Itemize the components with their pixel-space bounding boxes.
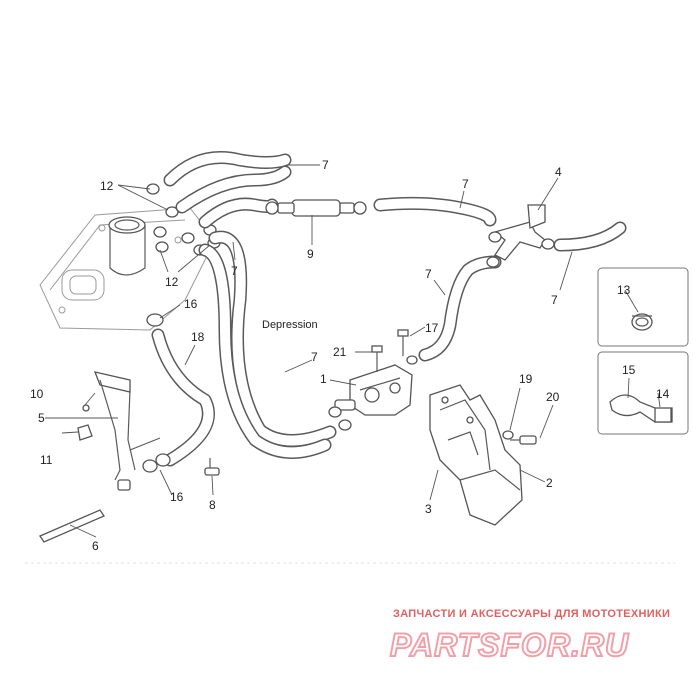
inset-box-15-14 — [597, 351, 689, 435]
clamps-16 — [142, 313, 220, 476]
callout-17: 17 — [425, 321, 439, 335]
inline-filter-9 — [265, 199, 367, 217]
callout-7: 7 — [462, 177, 469, 191]
washer-screw — [502, 430, 537, 445]
callout-10: 10 — [30, 387, 44, 401]
callout-7: 7 — [231, 264, 238, 278]
valve-assembly-1 — [328, 355, 418, 431]
left-bracket — [39, 371, 161, 543]
callout-3: 3 — [425, 502, 432, 516]
callout-6: 6 — [92, 539, 99, 553]
tank-housing — [39, 207, 216, 331]
callout-12: 12 — [165, 275, 179, 289]
callout-7: 7 — [322, 158, 329, 172]
callout-15: 15 — [622, 363, 636, 377]
callout-9: 9 — [307, 247, 314, 261]
callout-12: 12 — [100, 179, 114, 193]
screws — [371, 329, 409, 372]
callout-labels: 12 12 7 7 9 7 4 7 7 7 Depression 1 21 17… — [30, 158, 670, 553]
callout-7: 7 — [425, 267, 432, 281]
watermark-logo: PARTSFOR.RU — [390, 627, 629, 663]
callout-18: 18 — [191, 330, 205, 344]
callout-16: 16 — [184, 297, 198, 311]
callout-4: 4 — [555, 165, 562, 179]
inset-box-13 — [597, 267, 689, 347]
callout-7: 7 — [551, 293, 558, 307]
depression-annotation: Depression — [262, 319, 318, 331]
callout-14: 14 — [656, 387, 670, 401]
callout-1: 1 — [320, 372, 327, 386]
callout-21: 21 — [333, 345, 347, 359]
callout-19: 19 — [519, 372, 533, 386]
watermark-tagline: ЗАПЧАСТИ И АКСЕССУАРЫ ДЛЯ МОТОТЕХНИКИ — [393, 608, 670, 620]
tee-fitting-4 — [486, 204, 555, 268]
callout-16: 16 — [170, 490, 184, 504]
callout-2: 2 — [546, 476, 553, 490]
hoses — [151, 151, 627, 467]
callout-20: 20 — [546, 390, 560, 404]
callout-5: 5 — [38, 411, 45, 425]
callout-8: 8 — [209, 498, 216, 512]
callout-7: 7 — [311, 350, 318, 364]
callout-11: 11 — [40, 453, 53, 467]
leader-lines — [45, 164, 661, 538]
watermark: ЗАПЧАСТИ И АКСЕССУАРЫ ДЛЯ МОТОТЕХНИКИ PA… — [389, 608, 670, 664]
callout-13: 13 — [617, 283, 631, 297]
bracket-housing — [429, 384, 523, 526]
